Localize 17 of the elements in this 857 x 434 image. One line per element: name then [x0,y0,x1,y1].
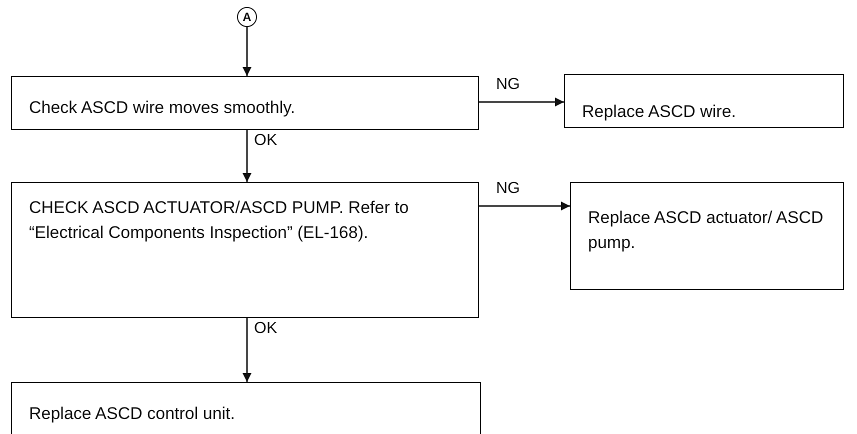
process-box [11,76,479,130]
step-text: Check ASCD wire moves smoothly. [29,97,296,119]
flow-arrow [242,27,252,76]
connector-letter: A [242,11,252,23]
connector-circle [237,7,257,27]
flow-arrow [479,202,570,210]
step-text: Replace ASCD actuator/ ASCD pump. [588,207,824,254]
flow-arrow [242,318,252,382]
step-text: Replace ASCD control unit. [29,403,236,425]
step-text: CHECK ASCD ACTUATOR/ASCD PUMP. Refer to “Electrical Components Inspection” (EL-168). [29,197,410,244]
process-box [570,182,844,290]
action-box [11,382,481,434]
step-text: Replace ASCD wire. [582,101,738,123]
flow-arrow [479,98,564,106]
flow-arrow [242,130,252,182]
process-box [564,74,844,128]
process-box [11,182,479,318]
